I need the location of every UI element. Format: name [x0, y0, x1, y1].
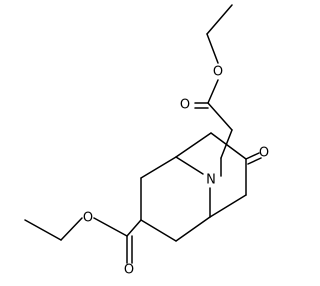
bond-n-left-bridgehead: [175, 156, 204, 175]
bond-ch2-o-top: [206, 33, 219, 64]
bond-ch2-ch3-left: [24, 219, 62, 241]
bond-upper-bridge-right: [210, 132, 247, 160]
atom-o-ketone: O: [259, 146, 269, 161]
bond-lower-left-ring-3: [175, 216, 211, 242]
bond-right-bridgehead-ketone-c: [209, 194, 247, 218]
bond-o-carbonyl-c-top: [207, 79, 219, 104]
bond-ketone-double-a: [245, 152, 260, 160]
atom-n-bridge: N: [206, 173, 216, 188]
bond-ketone-double-b: [247, 157, 262, 165]
atom-o-top-ester: O: [213, 65, 223, 80]
bond-lower-left-ring-2: [140, 219, 177, 242]
bond-ring-carboxyl-c: [126, 219, 142, 237]
bond-upper-bridge: [175, 132, 212, 158]
bond-ch3-ch2-top: [206, 4, 233, 35]
bond-left-bridgehead-down: [140, 156, 177, 179]
bond-layer: [24, 4, 262, 264]
chemical-structure-drawing: O O O N O O: [24, 4, 269, 278]
atom-o-left-carbonyl: O: [124, 263, 134, 278]
bond-carbonyl-c-ch2: [207, 102, 233, 131]
bond-carboxyl-c-o-left: [93, 217, 128, 237]
atom-label-layer: O O O N O O: [83, 65, 269, 278]
molecule-canvas: O O O N O O: [24, 4, 270, 278]
atom-o-top-carbonyl: O: [180, 98, 190, 113]
bond-o-ch2-left: [60, 217, 83, 241]
atom-o-left-ester: O: [83, 211, 93, 226]
